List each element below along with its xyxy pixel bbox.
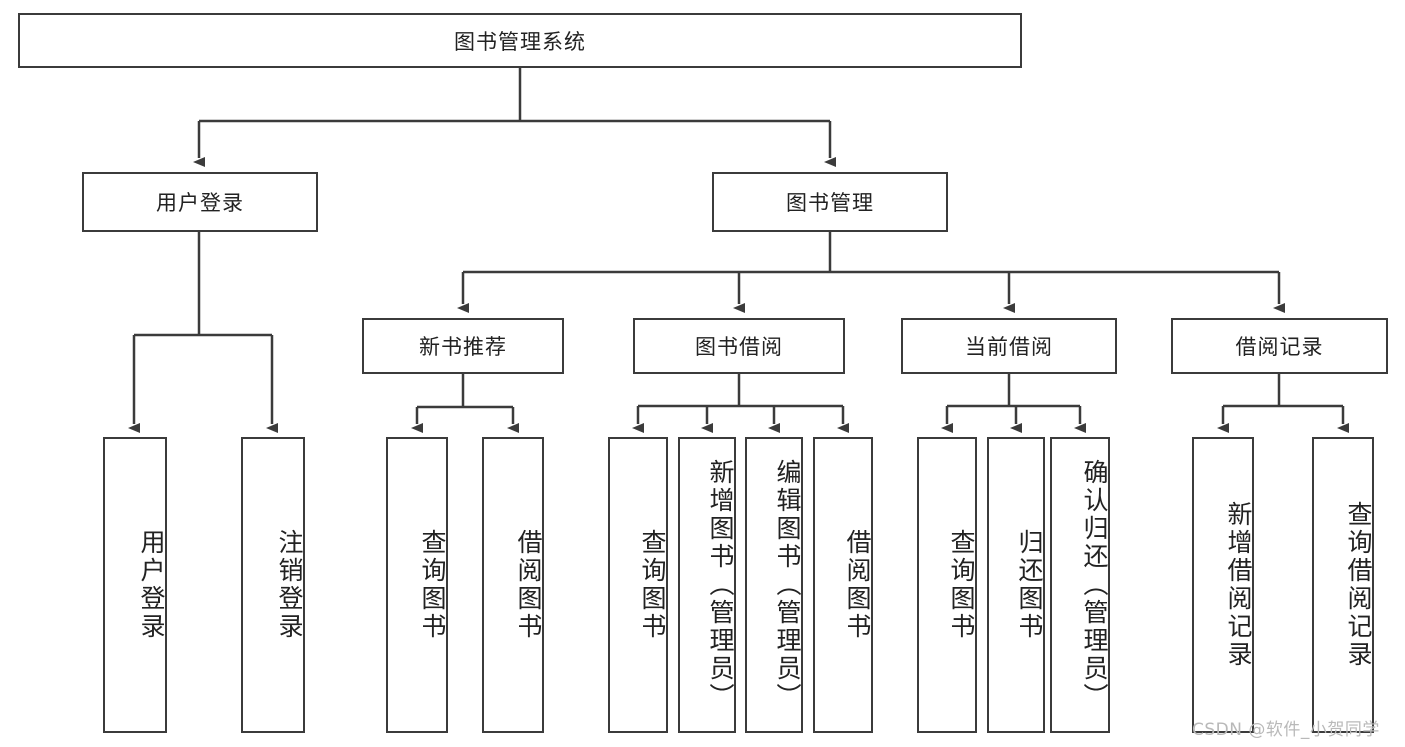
- node-label: 图书借阅: [695, 335, 783, 359]
- node-label: 新书推荐: [419, 335, 507, 359]
- node-label: 注销登录: [275, 529, 304, 641]
- node-label: 新增借阅记录: [1224, 501, 1253, 669]
- node-book-borrow[interactable]: 图书借阅: [633, 318, 845, 374]
- leaf-user-login-signout[interactable]: 注销登录: [241, 437, 305, 733]
- leaf-borrow-edit-book-admin[interactable]: 编辑图书（管理员）: [745, 437, 803, 733]
- node-label: 确认归还（管理员）: [1080, 459, 1109, 711]
- leaf-current-query-book[interactable]: 查询图书: [917, 437, 977, 733]
- node-root-system[interactable]: 图书管理系统: [18, 13, 1022, 68]
- node-label: 借阅图书: [514, 529, 543, 641]
- leaf-recommend-borrow-book[interactable]: 借阅图书: [482, 437, 544, 733]
- node-label: 图书管理系统: [454, 29, 586, 54]
- node-new-book-recommend[interactable]: 新书推荐: [362, 318, 564, 374]
- node-label: 归还图书: [1015, 529, 1044, 641]
- leaf-borrow-add-book-admin[interactable]: 新增图书（管理员）: [678, 437, 736, 733]
- node-label: 用户登录: [156, 191, 244, 215]
- node-label: 查询图书: [947, 529, 976, 641]
- leaf-user-login-signin[interactable]: 用户登录: [103, 437, 167, 733]
- node-book-management[interactable]: 图书管理: [712, 172, 948, 232]
- leaf-record-query-record[interactable]: 查询借阅记录: [1312, 437, 1374, 733]
- csdn-watermark: CSDN @软件_小贺同学: [1192, 715, 1380, 740]
- node-label: 查询图书: [418, 529, 447, 641]
- node-user-login[interactable]: 用户登录: [82, 172, 318, 232]
- node-label: 用户登录: [137, 529, 166, 641]
- node-label: 当前借阅: [965, 335, 1053, 359]
- node-label: 借阅图书: [843, 529, 872, 641]
- leaf-current-confirm-return-admin[interactable]: 确认归还（管理员）: [1050, 437, 1110, 733]
- leaf-record-add-record[interactable]: 新增借阅记录: [1192, 437, 1254, 733]
- leaf-current-return-book[interactable]: 归还图书: [987, 437, 1045, 733]
- node-label: 借阅记录: [1235, 335, 1324, 359]
- node-label: 图书管理: [786, 191, 874, 215]
- node-label: 查询图书: [638, 529, 667, 641]
- node-borrow-record[interactable]: 借阅记录: [1171, 318, 1388, 374]
- leaf-borrow-query-book[interactable]: 查询图书: [608, 437, 668, 733]
- leaf-recommend-query-book[interactable]: 查询图书: [386, 437, 448, 733]
- node-label: 新增图书（管理员）: [706, 459, 735, 711]
- watermark-text: CSDN @软件_小贺同学: [1192, 720, 1380, 740]
- node-label: 查询借阅记录: [1344, 501, 1373, 669]
- leaf-borrow-borrow-book[interactable]: 借阅图书: [813, 437, 873, 733]
- node-current-borrow[interactable]: 当前借阅: [901, 318, 1117, 374]
- node-label: 编辑图书（管理员）: [773, 459, 802, 711]
